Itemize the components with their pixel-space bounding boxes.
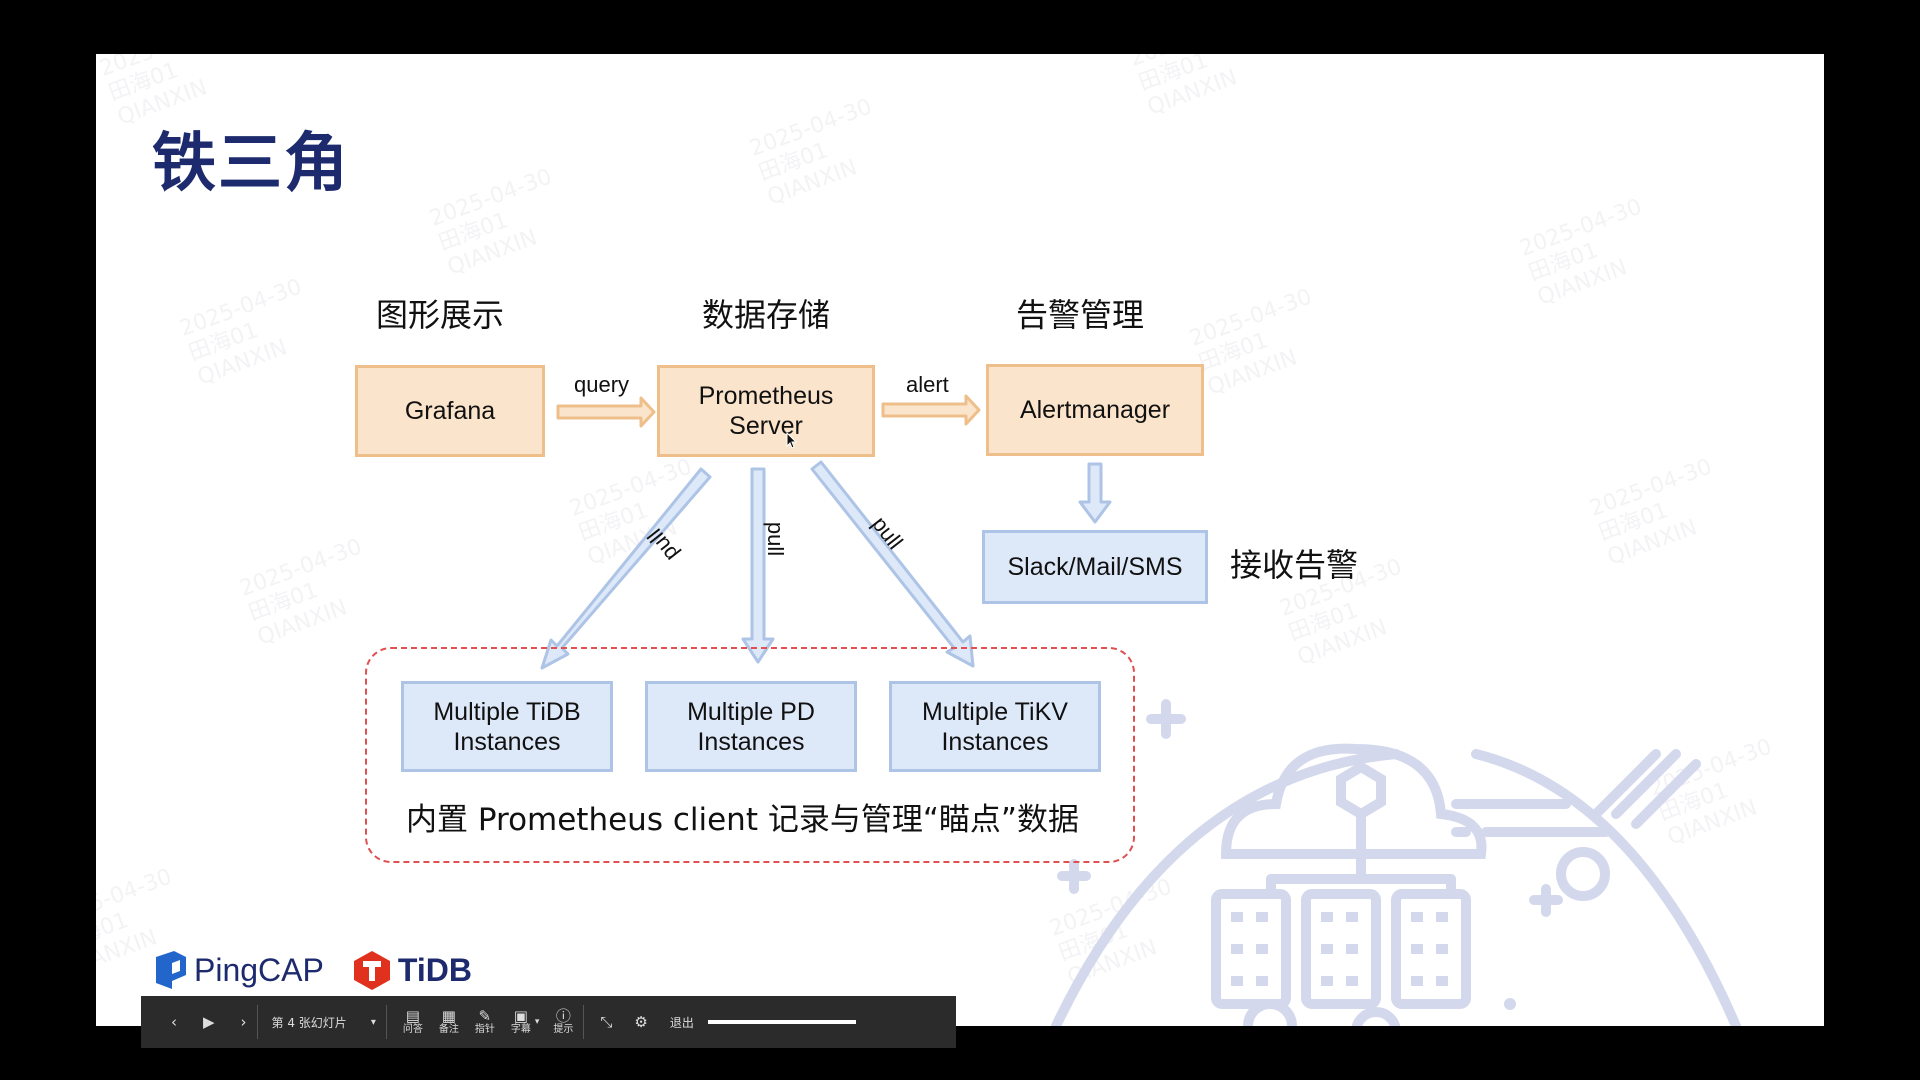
prev-icon: ‹ <box>171 1013 177 1031</box>
pingcap-logo-icon <box>156 951 186 989</box>
chevron-down-icon: ▾ <box>370 1016 376 1028</box>
tikv-label-line1: Multiple TiKV <box>922 697 1068 726</box>
prometheus-label-line1: Prometheus <box>698 382 834 410</box>
prev-slide-button[interactable]: ‹ <box>171 1014 177 1030</box>
cloud-server-illustration <box>1051 699 1741 1026</box>
alertmanager-box: Alertmanager <box>986 364 1204 456</box>
toolbar-divider <box>256 1005 258 1039</box>
receive-alert-label: 接收告警 <box>1230 546 1359 584</box>
pd-label-line2: Instances <box>697 727 805 756</box>
pull-arrow-pd <box>741 467 775 664</box>
alert-arrow <box>881 394 981 426</box>
play-button[interactable]: ▶ <box>203 1014 215 1030</box>
tidb-logo-icon <box>353 951 390 990</box>
pointer-button[interactable]: ✎指针 <box>474 1007 495 1035</box>
chat-icon: ▤ <box>405 1007 420 1025</box>
notify-arrow <box>1078 462 1112 524</box>
next-slide-button[interactable]: › <box>241 1014 247 1030</box>
instances-group <box>365 647 1135 863</box>
toolbar-divider <box>385 1005 387 1039</box>
tidb-logo-text: TiDB <box>397 951 472 988</box>
pull-arrow-tidb <box>540 467 712 670</box>
collapse-button[interactable]: ⤡ <box>600 1014 612 1030</box>
footer-logos: PingCAP TiDB <box>152 949 472 991</box>
pd-instances-box: Multiple PD Instances <box>645 681 857 772</box>
collapse-icon: ⤡ <box>600 1013 613 1031</box>
tikv-label-line2: Instances <box>941 727 1049 756</box>
chevron-down-icon[interactable]: ▾ <box>534 1017 540 1027</box>
notes-button[interactable]: ▦备注 <box>438 1007 459 1035</box>
instances-caption: 内置 Prometheus client 记录与管理“瞄点”数据 <box>406 802 1079 838</box>
diagram-arrows <box>540 394 1112 670</box>
slack-label: Slack/Mail/SMS <box>1007 553 1183 581</box>
info-icon: ⓘ <box>555 1007 571 1025</box>
qa-button[interactable]: ▤问答 <box>402 1007 423 1035</box>
slide-number-label: 第 4 张幻灯片 <box>271 1015 347 1030</box>
notes-icon: ▦ <box>441 1007 456 1025</box>
cc-icon: ▣ <box>513 1007 528 1025</box>
pd-label-line1: Multiple PD <box>687 697 815 726</box>
slide-selector[interactable]: 第 4 张幻灯片 ▾ <box>272 1014 376 1031</box>
slide: 2025-04-30 田海01 QIANXIN 2025-04-30 田海01 … <box>96 54 1824 1026</box>
alertmanager-label: Alertmanager <box>1019 396 1171 424</box>
subtitles-button[interactable]: ▣字幕 <box>510 1007 531 1035</box>
settings-button[interactable]: ⚙ <box>634 1014 647 1030</box>
tikv-instances-box: Multiple TiKV Instances <box>889 681 1101 772</box>
pointer-icon: ✎ <box>478 1007 492 1025</box>
header-visualization: 图形展示 <box>376 296 505 334</box>
alert-label: alert <box>906 372 949 397</box>
slack-mail-sms-box: Slack/Mail/SMS <box>982 530 1208 604</box>
prometheus-server-box: Prometheus Server <box>657 365 875 457</box>
pull-arrow-tikv <box>810 460 975 668</box>
slide-title: 铁三角 <box>152 127 350 201</box>
query-label: query <box>574 372 630 397</box>
prometheus-label-line2: Server <box>729 412 803 440</box>
progress-bar[interactable] <box>707 1020 856 1024</box>
exit-button[interactable]: 退出 <box>669 1015 694 1030</box>
tidb-instances-box: Multiple TiDB Instances <box>401 681 613 772</box>
pull-label-center: pull <box>763 521 789 557</box>
play-icon: ▶ <box>203 1013 215 1031</box>
pingcap-logo-text: PingCAP <box>194 951 324 988</box>
tidb-label-line2: Instances <box>453 727 561 756</box>
grafana-label: Grafana <box>404 397 496 425</box>
query-arrow <box>556 396 656 428</box>
tidb-label-line1: Multiple TiDB <box>433 697 581 726</box>
gear-icon: ⚙ <box>634 1013 648 1031</box>
mouse-cursor-icon <box>786 432 798 449</box>
progress-fill <box>707 1020 856 1024</box>
grafana-box: Grafana <box>355 365 545 457</box>
header-storage: 数据存储 <box>702 296 831 334</box>
next-icon: › <box>240 1013 247 1031</box>
toolbar-divider <box>583 1005 585 1039</box>
header-alerting: 告警管理 <box>1016 296 1145 334</box>
